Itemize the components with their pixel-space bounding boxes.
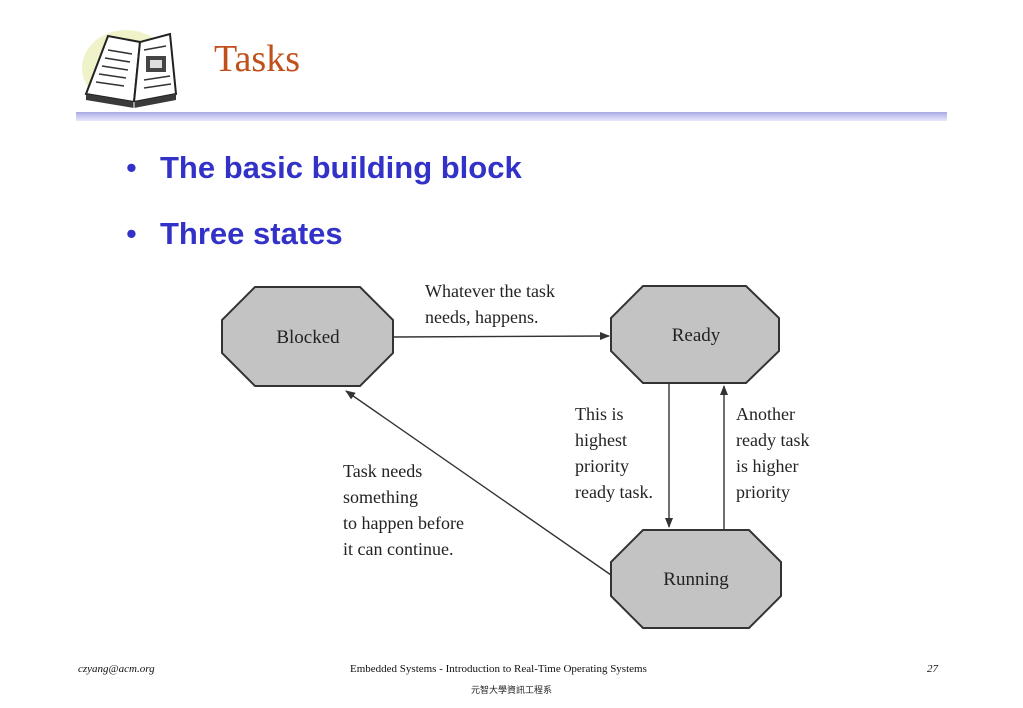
state-running: Running [610,529,782,629]
label-running-to-ready: Another ready task is higher priority [736,404,809,502]
footer-department: 元智大學資訊工程系 [470,686,552,696]
transition-label-line: it can continue. [343,539,453,559]
state-running-label: Running [663,569,729,590]
bullet-item: • Three states [126,214,522,254]
state-ready: Ready [610,285,780,384]
state-ready-label: Ready [672,325,721,346]
bullet-icon: • [126,150,137,185]
transition-label-line: highest [575,430,627,450]
bullet-text: Three states [160,216,343,251]
state-blocked: Blocked [221,286,394,387]
transition-label-line: ready task [736,430,809,450]
transition-label-line: to happen before [343,513,464,533]
transition-label-line: Task needs [343,461,422,481]
page-number: 27 [927,663,938,675]
label-ready-to-running: This is highest priority ready task. [575,404,653,502]
transition-label-line: priority [575,456,629,476]
label-blocked-to-ready: Whatever the task needs, happens. [425,281,555,327]
bullet-icon: • [126,216,137,251]
transition-label-line: needs, happens. [425,307,538,327]
bullet-item: • The basic building block [126,148,522,188]
title-underline [76,112,947,121]
open-book-icon [82,30,178,108]
transition-label-line: ready task. [575,482,653,502]
arrow-blocked-to-ready [392,332,610,341]
transition-label-line: is higher [736,456,799,476]
footer-course-title: Embedded Systems - Introduction to Real-… [350,663,647,675]
transition-label-line: something [343,487,418,507]
bullet-list: • The basic building block • Three state… [126,148,522,280]
state-blocked-label: Blocked [276,327,340,348]
transition-label-line: Whatever the task [425,281,555,301]
arrow-running-to-blocked [345,390,612,576]
slide-title: Tasks [214,38,301,80]
transition-label-line: Another [736,404,795,424]
label-running-to-blocked: Task needs something to happen before it… [343,461,464,559]
footer-email: czyang@acm.org [78,663,155,675]
transition-label-line: This is [575,404,624,424]
bullet-text: The basic building block [160,150,522,185]
transition-label-line: priority [736,482,790,502]
